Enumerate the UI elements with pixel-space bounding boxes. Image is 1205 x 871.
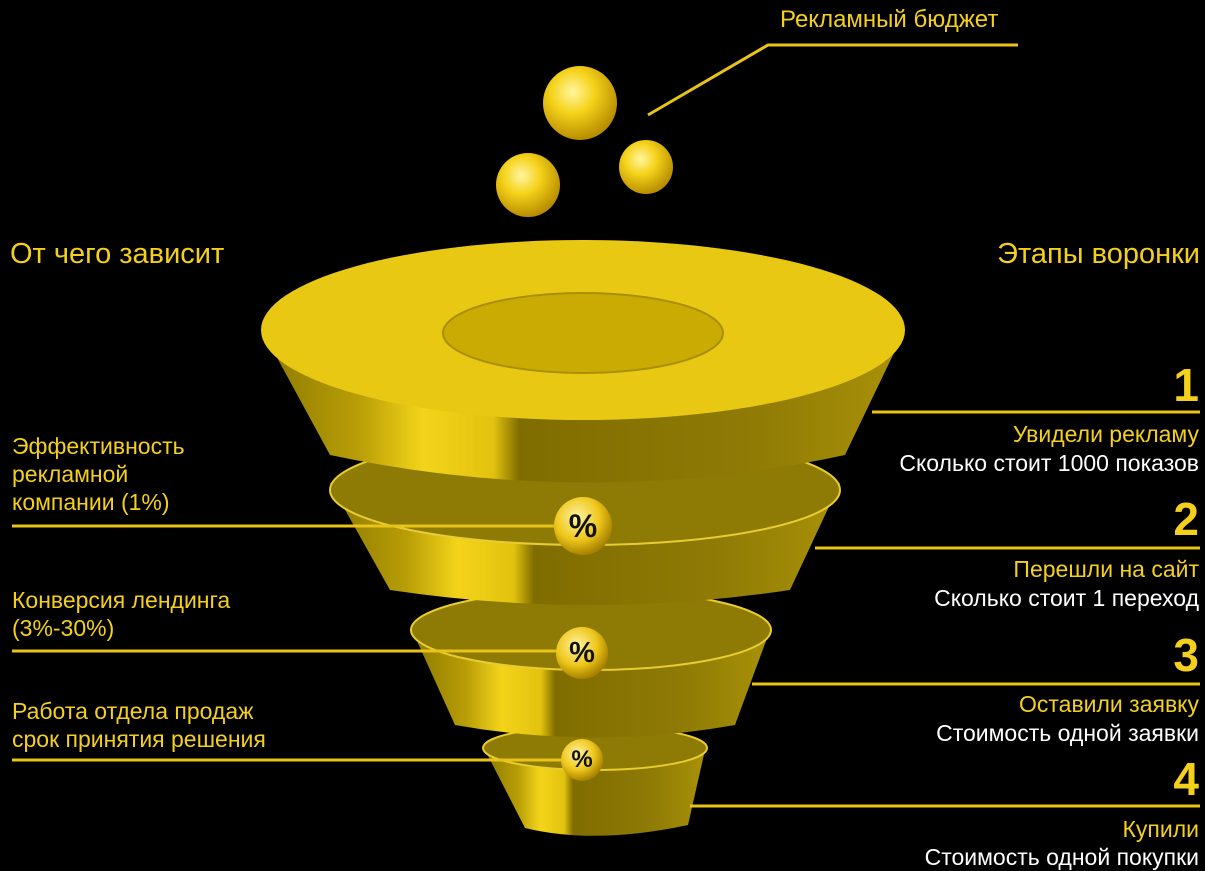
budget-label: Рекламный бюджет (780, 6, 999, 33)
stage-title-4: Купили (1122, 816, 1199, 842)
factor-label-3: Работа отдела продаж срок принятия решен… (12, 698, 266, 752)
stage-title-2: Перешли на сайт (1013, 556, 1199, 582)
percent-badge-2 (556, 627, 608, 679)
right-header: Этапы воронки (997, 238, 1200, 270)
stage-number-4: 4 (1173, 753, 1199, 805)
stage-title-3: Оставили заявку (1018, 691, 1199, 717)
percent-glyph-3: % (571, 746, 593, 773)
coin-1 (543, 66, 617, 140)
stage-number-3: 3 (1173, 629, 1199, 681)
percent-badge-3 (561, 739, 603, 781)
percent-glyph-1: % (568, 508, 598, 544)
funnel-top-hole (442, 292, 724, 374)
percent-badge-1 (554, 497, 612, 555)
percent-glyph-2: % (569, 637, 595, 669)
coin-3 (619, 140, 673, 194)
stage-title-1: Увидели рекламу (1012, 421, 1199, 447)
stage-number-1: 1 (1173, 359, 1199, 411)
stage-subtitle-1: Сколько стоит 1000 показов (899, 450, 1199, 476)
stage-subtitle-2: Сколько стоит 1 переход (934, 585, 1199, 611)
stage-subtitle-4: Стоимость одной покупки (924, 844, 1199, 870)
budget-pointer-line (647, 43, 1018, 117)
stage-number-2: 2 (1173, 493, 1199, 545)
stage-subtitle-3: Стоимость одной заявки (936, 720, 1199, 746)
left-header: От чего зависит (10, 238, 225, 270)
factor-label-1: Эффективность рекламной компании (1%) (12, 433, 185, 515)
factor-label-2: Конверсия лендинга (3%-30%) (12, 587, 231, 641)
funnel-segment-4 (485, 750, 705, 836)
coin-2 (496, 153, 560, 217)
